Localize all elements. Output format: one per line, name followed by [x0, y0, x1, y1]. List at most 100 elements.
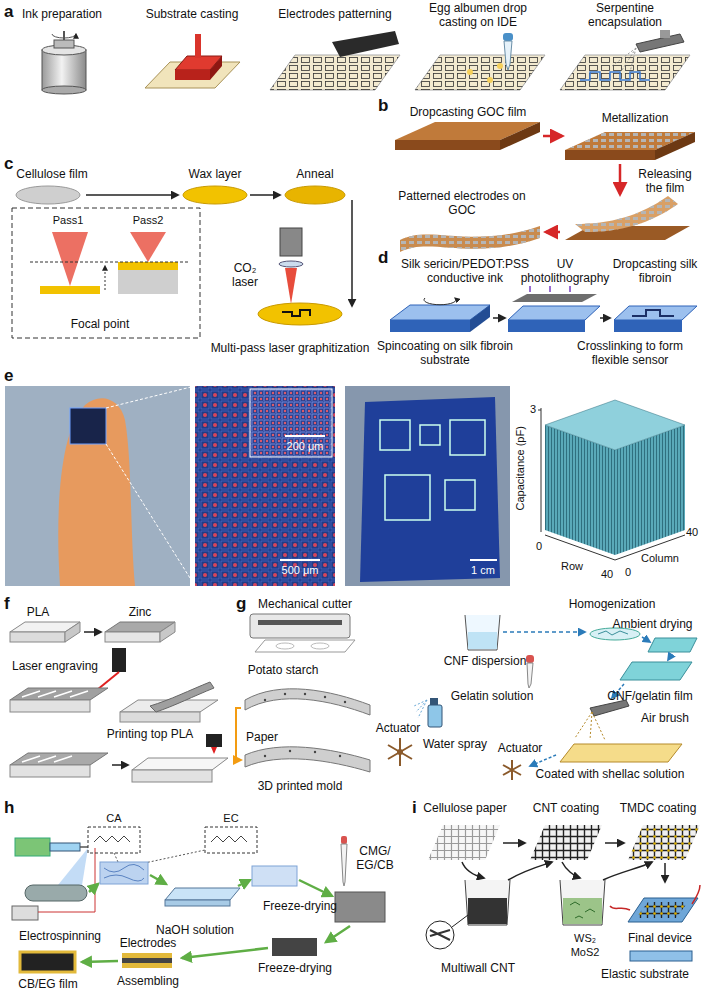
albumen-drop-casting-part	[415, 55, 545, 90]
serpentine-encapsulation-part	[612, 48, 636, 72]
fiber-mats-part	[341, 844, 347, 886]
step-label: Dropcasting silk fibroin	[610, 258, 700, 286]
laser-engraving-part	[150, 682, 214, 712]
albumen-drop-casting-part	[467, 69, 473, 75]
axis-label: 40	[597, 568, 617, 581]
electrospinning-setup-part	[80, 846, 88, 848]
spincoat-slab-part	[470, 305, 490, 332]
microscope-image	[195, 386, 335, 586]
top-pla-printing-part	[206, 734, 222, 747]
panel-letter: h	[4, 798, 24, 818]
mechanical-cutter-part	[250, 614, 350, 638]
capacitance-bar-chart-part	[541, 408, 542, 532]
finger-photo-part	[70, 408, 106, 444]
step-label: Mechanical cutter	[250, 598, 360, 612]
fiber-mats-part	[165, 900, 230, 906]
cnf-gelatin-process-part	[530, 755, 556, 766]
paper-coating-steps-part	[570, 902, 595, 918]
step-label: Cellulose film	[2, 168, 102, 182]
laser-engraving-part	[10, 700, 90, 712]
step-label: Pass1	[43, 214, 93, 227]
step-label: Potato starch	[238, 664, 328, 678]
goc-dropcast-part	[395, 140, 500, 150]
co2-laser	[258, 228, 342, 325]
albumen-drop-casting-part	[487, 77, 493, 83]
focal-point-inset-part	[40, 286, 100, 294]
step-label: Homogenization	[562, 598, 662, 612]
mechanical-cutter	[250, 614, 355, 652]
figure-illustration-part	[493, 317, 505, 319]
device-photo-part	[385, 475, 430, 520]
albumen-drop-casting-part	[503, 33, 513, 41]
co2-laser-part	[258, 303, 342, 325]
top-pla-printing-part	[211, 747, 217, 754]
step-label: Assembling	[113, 975, 183, 989]
autoclave	[42, 31, 86, 94]
mechanical-cutter-part	[255, 640, 355, 652]
patterned-goc-film-part	[400, 226, 540, 252]
serpentine-encapsulation-part	[560, 55, 690, 90]
electrospinning-setup-part	[15, 838, 50, 856]
electrode-patterning-part	[332, 31, 399, 57]
pla-zinc-slabs-part	[65, 622, 80, 642]
top-pla-printing-part	[10, 753, 108, 765]
fiber-mats-part	[165, 888, 240, 900]
spincoat-slab-part	[390, 320, 470, 332]
step-label: Actuator	[368, 722, 428, 736]
figure-illustration-part	[543, 135, 562, 138]
step-label: Electrodes patterning	[265, 8, 405, 22]
electrospinning-setup-part	[25, 885, 87, 901]
fiber-mats-part	[104, 864, 144, 881]
finger-photo-part	[106, 386, 195, 408]
paper-coating-steps-part	[610, 885, 700, 910]
albumen-drop-casting-part	[504, 41, 512, 70]
printed-mold-part	[284, 693, 286, 695]
cellulose-steps-part	[16, 186, 80, 204]
focal-point-inset-part	[30, 262, 190, 263]
serpentine-encapsulation-part	[560, 55, 690, 90]
focal-point-inset-part	[12, 208, 200, 338]
step-label: CB/EG film	[8, 978, 88, 992]
device-photo	[345, 386, 510, 586]
fiber-mats-part	[326, 926, 350, 942]
step-label: CNF/gelatin film	[600, 690, 700, 704]
step-label: Electrospinning	[10, 930, 110, 944]
step-label: MoS2	[567, 946, 603, 959]
paper-coating-steps-part	[503, 842, 525, 844]
scale-bar-label: 1 cm	[463, 564, 503, 577]
step-label: CO₂ laser	[225, 262, 265, 290]
top-pla-printing-part	[112, 764, 128, 766]
axis-label: 0	[533, 540, 545, 553]
microscope-image-part	[195, 386, 335, 586]
serpentine-encapsulation-part	[580, 72, 650, 80]
co2-laser-part	[279, 261, 303, 267]
step-label: Substrate casting	[132, 8, 252, 22]
fibroin-sensor-part	[632, 310, 674, 316]
fiber-mats-part	[182, 948, 268, 958]
microscope-image-part	[285, 435, 325, 437]
step-label: Multi-pass laser graphitization	[190, 342, 390, 356]
axis-label: Column	[638, 552, 683, 565]
fiber-mats-part	[252, 866, 297, 886]
electrospinning-setup-part	[89, 884, 98, 892]
goc-metallization-part	[565, 150, 655, 160]
printed-mold-part	[236, 708, 241, 760]
step-label: 3D printed mold	[245, 780, 355, 794]
paper-coating-steps-part	[628, 898, 698, 922]
uv-lithography	[508, 286, 600, 332]
axis-label: Capacitance (pF)	[514, 413, 527, 523]
goc-dropcast-part	[500, 122, 540, 150]
paper-coating-steps-part	[605, 842, 624, 844]
paper-coating-steps-part	[628, 825, 700, 860]
fiber-mats-part	[20, 952, 75, 972]
step-label: Focal point	[50, 318, 150, 332]
step-label: Laser engraving	[5, 660, 105, 674]
device-photo-part	[345, 386, 510, 586]
focal-point-inset-part	[52, 232, 88, 286]
step-label: Coated with shellac solution	[525, 768, 695, 782]
step-label: Silk sericin/PEDOT:PSS conductive ink	[395, 258, 535, 286]
film-release-part	[575, 196, 678, 232]
autoclave-part	[42, 86, 86, 94]
paper-coating-steps-part	[530, 825, 602, 860]
step-label: Zinc	[120, 606, 160, 620]
